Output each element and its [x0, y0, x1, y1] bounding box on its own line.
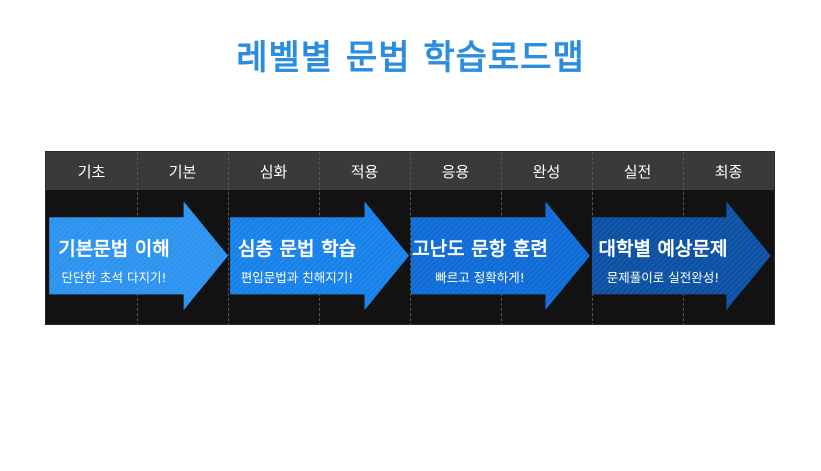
stage-arrow-texture: [410, 201, 590, 311]
stage-2: 심층 문법 학습 편입문법과 친해지기!: [229, 234, 365, 286]
stage-1: 기본문법 이해 단단한 초석 다지기!: [46, 234, 182, 286]
stage-subtitle: 단단한 초석 다지기!: [61, 270, 167, 285]
stage-title: 대학별 예상문제: [598, 238, 728, 260]
stage-title: 기본문법 이해: [58, 238, 170, 260]
level-label: 심화: [259, 162, 288, 181]
roadmap-board: 기초 기본 심화 적용 응용 완성 실전 최종 기본문법 이해 단단한 초석 다…: [45, 151, 775, 325]
stage-subtitle: 빠르고 정확하게!: [435, 270, 525, 285]
level-label: 실전: [623, 162, 652, 181]
stage-4: 대학별 예상문제 문제풀이로 실전완성!: [595, 234, 731, 286]
column-divider: [228, 152, 229, 324]
stage-arrow-texture: [49, 201, 229, 311]
column-divider: [410, 152, 411, 324]
stage-subtitle: 문제풀이로 실전완성!: [606, 270, 720, 285]
level-label: 기초: [77, 162, 106, 181]
page-title: 레벨별 문법 학습로드맵: [236, 38, 585, 78]
stage-arrows: [49, 201, 771, 311]
level-label: 완성: [532, 162, 561, 181]
stage-subtitle: 편입문법과 친해지기!: [240, 270, 354, 285]
stage-arrow-texture: [591, 201, 771, 311]
level-label: 기본: [168, 162, 197, 181]
stage-title: 심층 문법 학습: [237, 238, 357, 260]
stage-title: 고난도 문항 훈련: [412, 238, 548, 260]
level-label: 최종: [714, 162, 743, 181]
level-label: 응용: [441, 162, 470, 181]
stage-3: 고난도 문항 훈련 빠르고 정확하게!: [412, 234, 548, 286]
level-label: 적용: [350, 162, 379, 181]
stage-arrow-texture: [230, 201, 410, 311]
